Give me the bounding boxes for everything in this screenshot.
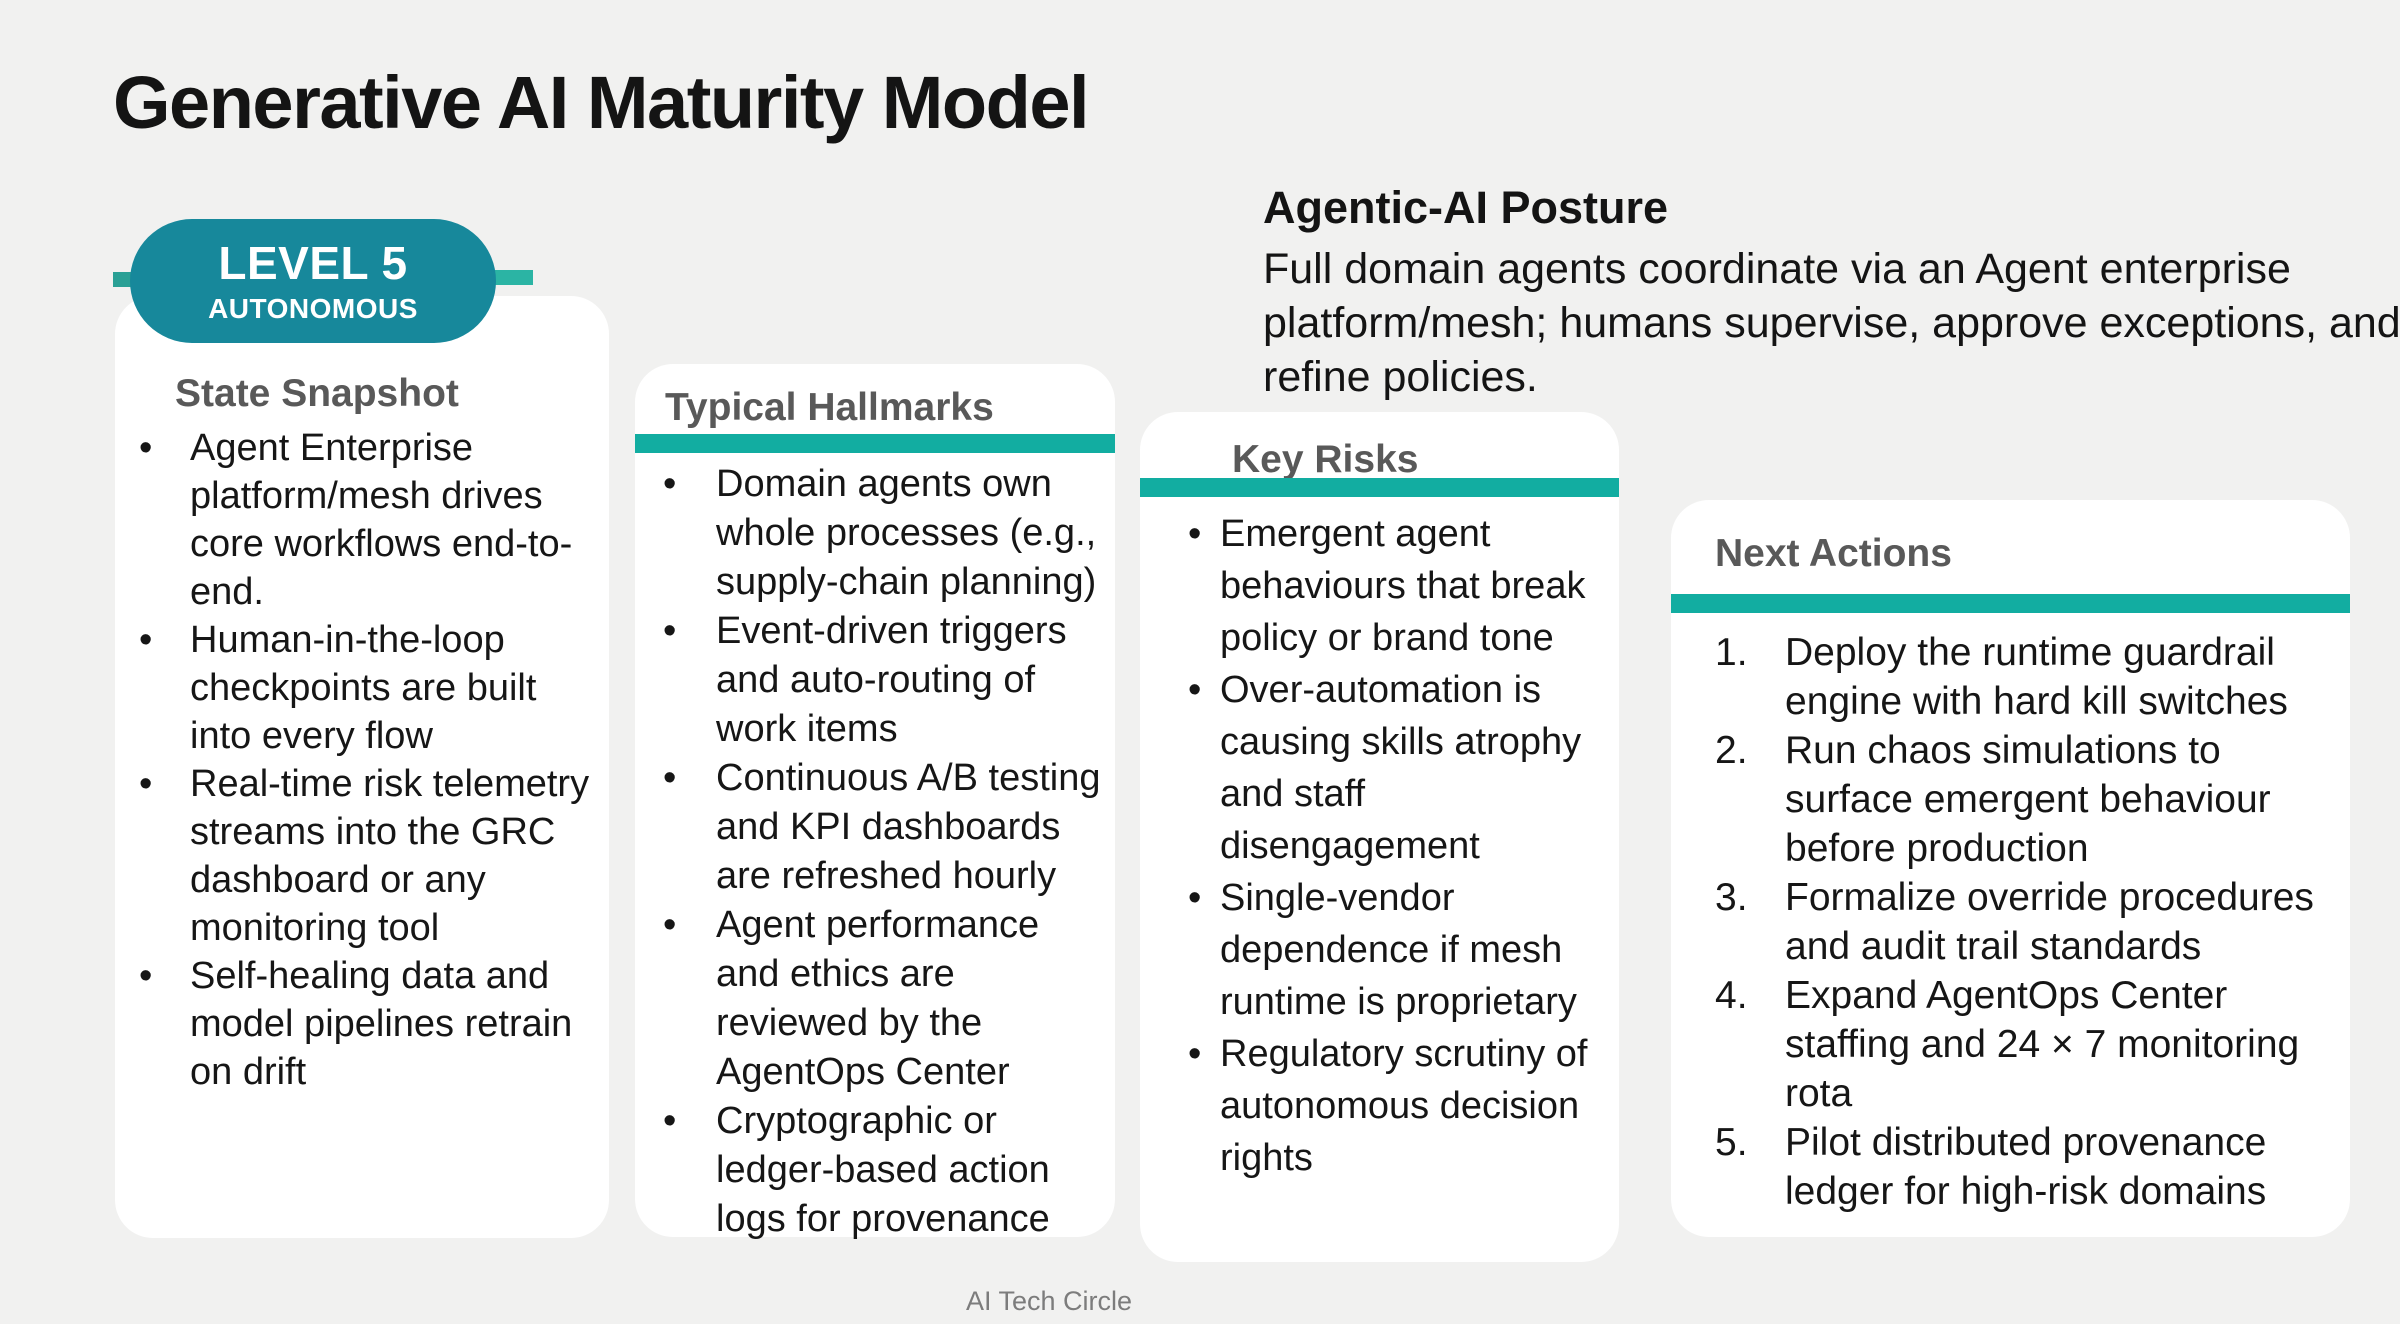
posture-body: Full domain agents coordinate via an Age…	[1263, 245, 2400, 401]
header-underline	[1140, 478, 1619, 497]
list-item: Single-vendor dependence if mesh runtime…	[1188, 872, 1616, 1028]
header-underline	[1671, 594, 2350, 613]
list-item: Pilot distributed provenance ledger for …	[1715, 1118, 2267, 1213]
header-underline	[635, 434, 1115, 453]
level-badge-sublabel: AUTONOMOUS	[208, 293, 418, 324]
list-item: Cryptographic or ledger-based action log…	[663, 1097, 1105, 1244]
key-risks-list: Emergent agent behaviours that break pol…	[1188, 508, 1616, 1184]
card-header: Key Risks	[1232, 438, 1419, 481]
list-item: Self-healing data and model pipelines re…	[139, 952, 593, 1096]
card-next-actions: Next Actions Deploy the runtime guardrai…	[1671, 500, 2350, 1237]
level-badge-label: LEVEL 5	[218, 237, 408, 289]
card-header: Typical Hallmarks	[665, 386, 994, 429]
typical-hallmarks-list: Domain agents own whole processes (e.g.,…	[663, 460, 1105, 1244]
next-actions-list: Deploy the runtime guardrail engine with…	[1715, 628, 2339, 1216]
list-item: Expand AgentOps Center staffing and 24 ×…	[1715, 971, 2300, 1115]
list-item: Agent performance and ethics are reviewe…	[663, 901, 1105, 1097]
card-key-risks: Key Risks Emergent agent behaviours that…	[1140, 412, 1619, 1262]
list-item: Over-automation is causing skills atroph…	[1188, 664, 1616, 872]
list-item: Deploy the runtime guardrail engine with…	[1715, 628, 2288, 723]
connector-line-left	[113, 272, 134, 287]
state-snapshot-list: Agent Enterprise platform/mesh drives co…	[139, 424, 593, 1096]
page-title: Generative AI Maturity Model	[113, 61, 1090, 144]
posture-section: Agentic-AI Posture Full domain agents co…	[1263, 182, 2400, 404]
list-item: Human-in-the-loop checkpoints are built …	[139, 616, 593, 760]
level-badge: LEVEL 5 AUTONOMOUS	[130, 219, 496, 343]
connector-line-right	[493, 270, 533, 285]
list-item: Emergent agent behaviours that break pol…	[1188, 508, 1616, 664]
footer-brand: AI Tech Circle	[966, 1286, 1133, 1316]
list-item: Formalize override procedures and audit …	[1715, 873, 2314, 968]
list-item: Event-driven triggers and auto-routing o…	[663, 607, 1105, 754]
list-item: Regulatory scrutiny of autonomous decisi…	[1188, 1028, 1616, 1184]
list-item: Run chaos simulations to surface emergen…	[1715, 726, 2271, 870]
card-typical-hallmarks: Typical Hallmarks Domain agents own whol…	[635, 364, 1115, 1240]
card-header: State Snapshot	[175, 372, 459, 415]
list-item: Domain agents own whole processes (e.g.,…	[663, 460, 1105, 607]
list-item: Real-time risk telemetry streams into th…	[139, 760, 593, 952]
list-item: Continuous A/B testing and KPI dashboard…	[663, 754, 1105, 901]
card-header: Next Actions	[1715, 532, 1952, 575]
card-state-snapshot: State Snapshot Agent Enterprise platform…	[115, 296, 609, 1238]
list-item: Agent Enterprise platform/mesh drives co…	[139, 424, 593, 616]
posture-heading: Agentic-AI Posture	[1263, 182, 1669, 233]
